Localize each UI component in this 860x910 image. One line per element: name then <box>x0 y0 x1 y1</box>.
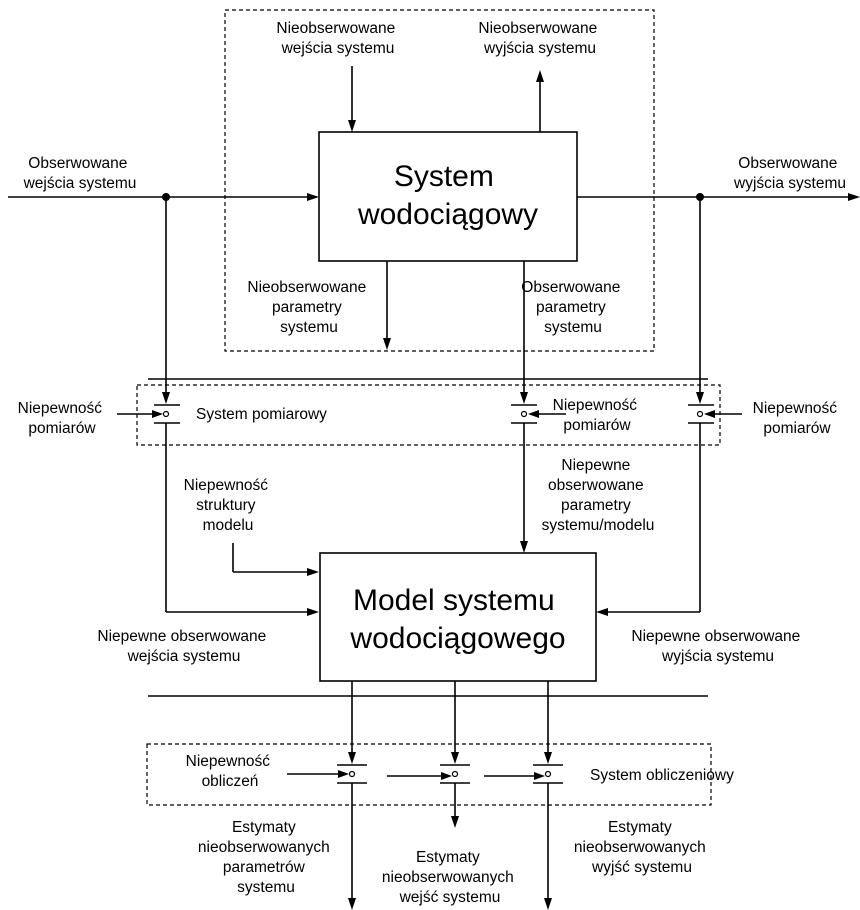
computation-system-frame <box>146 743 712 806</box>
meas-switch-right <box>688 404 714 424</box>
right-to-model-arrowhead <box>596 608 608 616</box>
est-outputs-label: Estymaty nieobserwowanych wyjść systemu <box>574 819 710 876</box>
est-params-label: Estymaty nieobserwowanych parametrów sys… <box>198 819 334 896</box>
meas-uncert-left-label: Niepewność pomiarów <box>18 400 107 437</box>
unobs-output-arrowhead <box>536 70 544 82</box>
uncertain-obs-inputs-label: Niepewne obserwowane wejścia systemu <box>97 628 270 665</box>
calc-uncert-label: Niepewność obliczeń <box>186 753 275 790</box>
measurement-system-label: System pomiarowy <box>196 406 327 423</box>
calc-uncert-arrowhead-1 <box>338 770 349 778</box>
model-out-1-arrowhead <box>348 752 356 764</box>
right-meas-arrowhead <box>696 392 704 404</box>
est-out-3-arrowhead <box>544 898 552 910</box>
model-box-title: Model systemu wodociągowego <box>349 584 565 655</box>
water-system-box <box>318 131 578 262</box>
obs-inputs-label: Obserwowane wejścia systemu <box>23 155 137 192</box>
obs-input-arrowhead <box>307 193 319 201</box>
meas-uncert-mid-arrowhead <box>528 410 539 418</box>
obs-outputs-label: Obserwowane wyjścia systemu <box>733 155 846 192</box>
left-to-model-arrowhead <box>307 608 319 616</box>
uncertain-obs-params-label: Niepewne obserwowane parametry systemu/m… <box>542 457 655 534</box>
est-out-1-arrowhead <box>348 898 356 910</box>
obs-params-label: Obserwowane parametry systemu <box>521 279 624 336</box>
meas-uncert-mid-label: Niepewność pomiarów <box>553 397 642 434</box>
obs-output-arrowhead <box>848 193 860 201</box>
meas-uncert-right-label: Niepewność pomiarów <box>753 400 842 437</box>
unobs-params-label: Nieobserwowane parametry systemu <box>247 279 370 336</box>
est-inputs-label: Estymaty nieobserwowanych wejść systemu <box>382 849 518 906</box>
model-struct-uncert-label: Niepewność struktury modelu <box>184 477 273 534</box>
struct-uncert-arrowhead <box>307 568 319 576</box>
unobs-input-arrowhead <box>348 120 356 132</box>
calc-uncert-arrowhead-2 <box>441 772 452 780</box>
unobs-params-arrowhead <box>383 338 391 350</box>
calc-uncert-arrowhead-3 <box>534 772 545 780</box>
model-out-3-arrowhead <box>544 752 552 764</box>
meas-uncert-left-arrowhead <box>152 410 163 418</box>
top-outputs-label: Nieobserwowane wyjścia systemu <box>478 20 601 57</box>
meas-switch-left <box>154 404 180 424</box>
computation-system-label: System obliczeniowy <box>590 767 734 784</box>
measurement-system-frame <box>136 384 721 446</box>
est-out-2-arrowhead <box>451 816 459 828</box>
left-meas-arrowhead <box>162 392 170 404</box>
top-inputs-label: Nieobserwowane wejścia systemu <box>276 20 399 57</box>
uncertain-obs-outputs-label: Niepewne obserwowane wyjścia systemu <box>631 628 804 665</box>
system-box-title: System wodociągowy <box>357 160 538 231</box>
mid-to-model-arrowhead <box>520 541 528 553</box>
meas-uncert-right-arrowhead <box>704 410 715 418</box>
obs-params-arrowhead <box>520 392 528 404</box>
model-out-2-arrowhead <box>451 752 459 764</box>
model-box <box>319 552 597 682</box>
